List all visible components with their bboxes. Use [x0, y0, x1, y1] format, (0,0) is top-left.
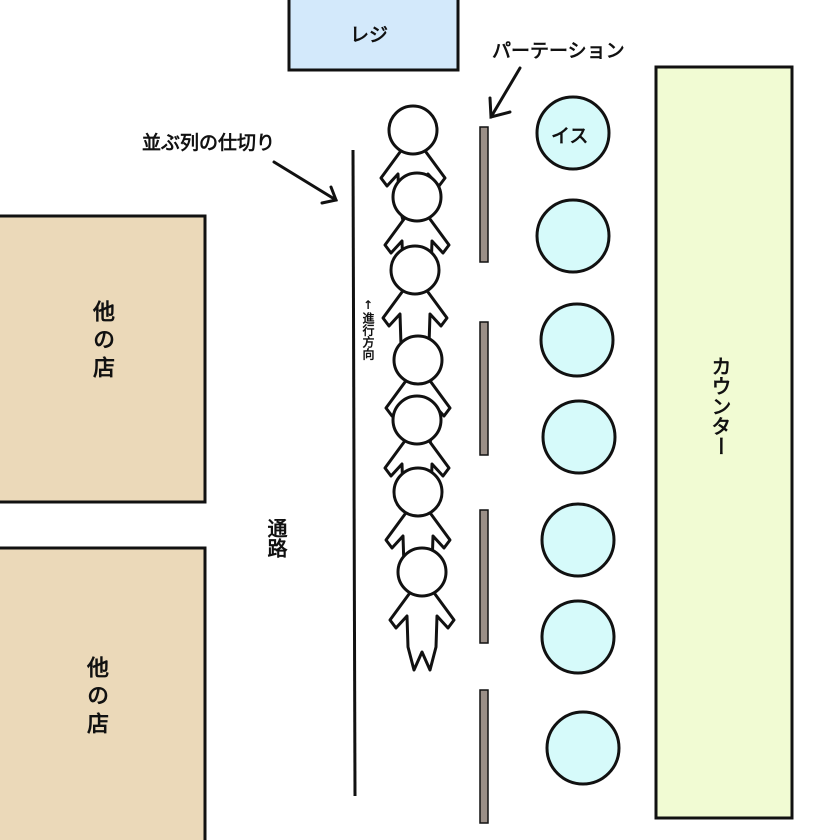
queue-people — [379, 104, 456, 672]
partition-panel — [479, 126, 489, 263]
chair — [541, 399, 617, 475]
register-label: レジ — [350, 24, 389, 46]
counter-box — [654, 65, 794, 820]
partition-panel — [479, 509, 489, 644]
person-head — [391, 171, 443, 223]
queue-divider-label: 並ぶ列の仕切り — [142, 132, 276, 154]
person-head — [392, 334, 444, 386]
person-head — [396, 546, 448, 598]
person-head — [392, 466, 444, 518]
chair — [540, 502, 616, 578]
partitions — [479, 126, 489, 824]
partition-panel — [479, 321, 489, 456]
partition-arrow — [488, 66, 522, 119]
person-head — [387, 104, 439, 156]
register-box — [287, 0, 460, 72]
chair — [539, 302, 615, 378]
other-store-bottom-label: 他の店 — [83, 656, 108, 740]
chair — [535, 95, 611, 171]
other-store-top — [0, 214, 207, 504]
chair — [535, 198, 611, 274]
person — [388, 546, 456, 672]
chairs — [535, 95, 621, 786]
aisle-label: 通路 — [264, 518, 288, 558]
queue-divider-arrow — [272, 160, 339, 205]
partition-panel — [479, 689, 489, 824]
chair — [545, 710, 621, 786]
counter-label: カウンター — [708, 356, 732, 456]
person-head — [391, 394, 443, 446]
chair — [540, 599, 616, 675]
other-store-top-label: 他の店 — [89, 300, 114, 384]
person-head — [389, 244, 441, 296]
queue-divider-line — [351, 149, 357, 797]
chair-label: イス — [551, 125, 589, 147]
person-body — [388, 588, 456, 672]
partition-label: パーテーション — [492, 40, 625, 62]
direction-label: ↑進行方向 — [361, 298, 375, 360]
other-store-bottom — [0, 546, 207, 840]
